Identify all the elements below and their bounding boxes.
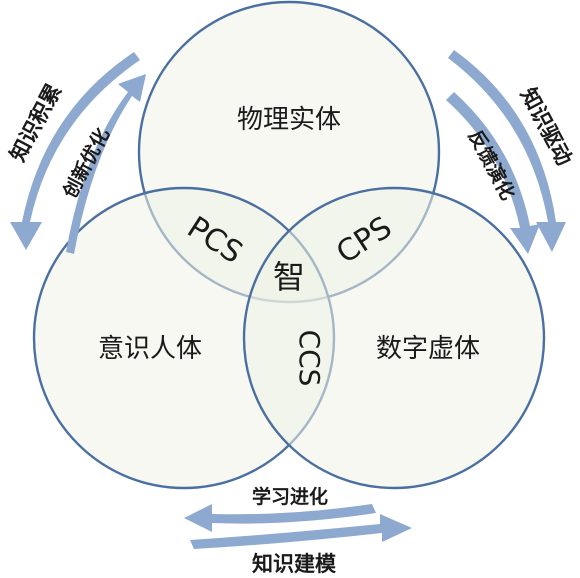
arrow-left-outer (10, 52, 140, 250)
arrow-left-inner (66, 74, 146, 254)
label-knowledge-driven: 知识驱动 (516, 84, 577, 169)
arrow-bottom-upper (184, 504, 376, 532)
label-knowledge-modeling: 知识建模 (252, 552, 337, 576)
label-learning-evolution: 学习进化 (252, 485, 328, 508)
circle-digital-virtual (242, 186, 546, 490)
arrow-bottom-lower (190, 514, 412, 549)
label-ccs: CCS (293, 330, 326, 387)
label-physical-entity: 物理实体 (237, 105, 341, 135)
label-digital-virtual: 数字虚体 (376, 334, 480, 364)
label-conscious-human: 意识人体 (98, 334, 202, 364)
label-intelligence: 智 (273, 258, 305, 296)
arrow-right-inner (446, 92, 540, 254)
arrow-right-outer (448, 50, 566, 252)
label-knowledge-accumulation: 知识积累 (6, 80, 67, 165)
